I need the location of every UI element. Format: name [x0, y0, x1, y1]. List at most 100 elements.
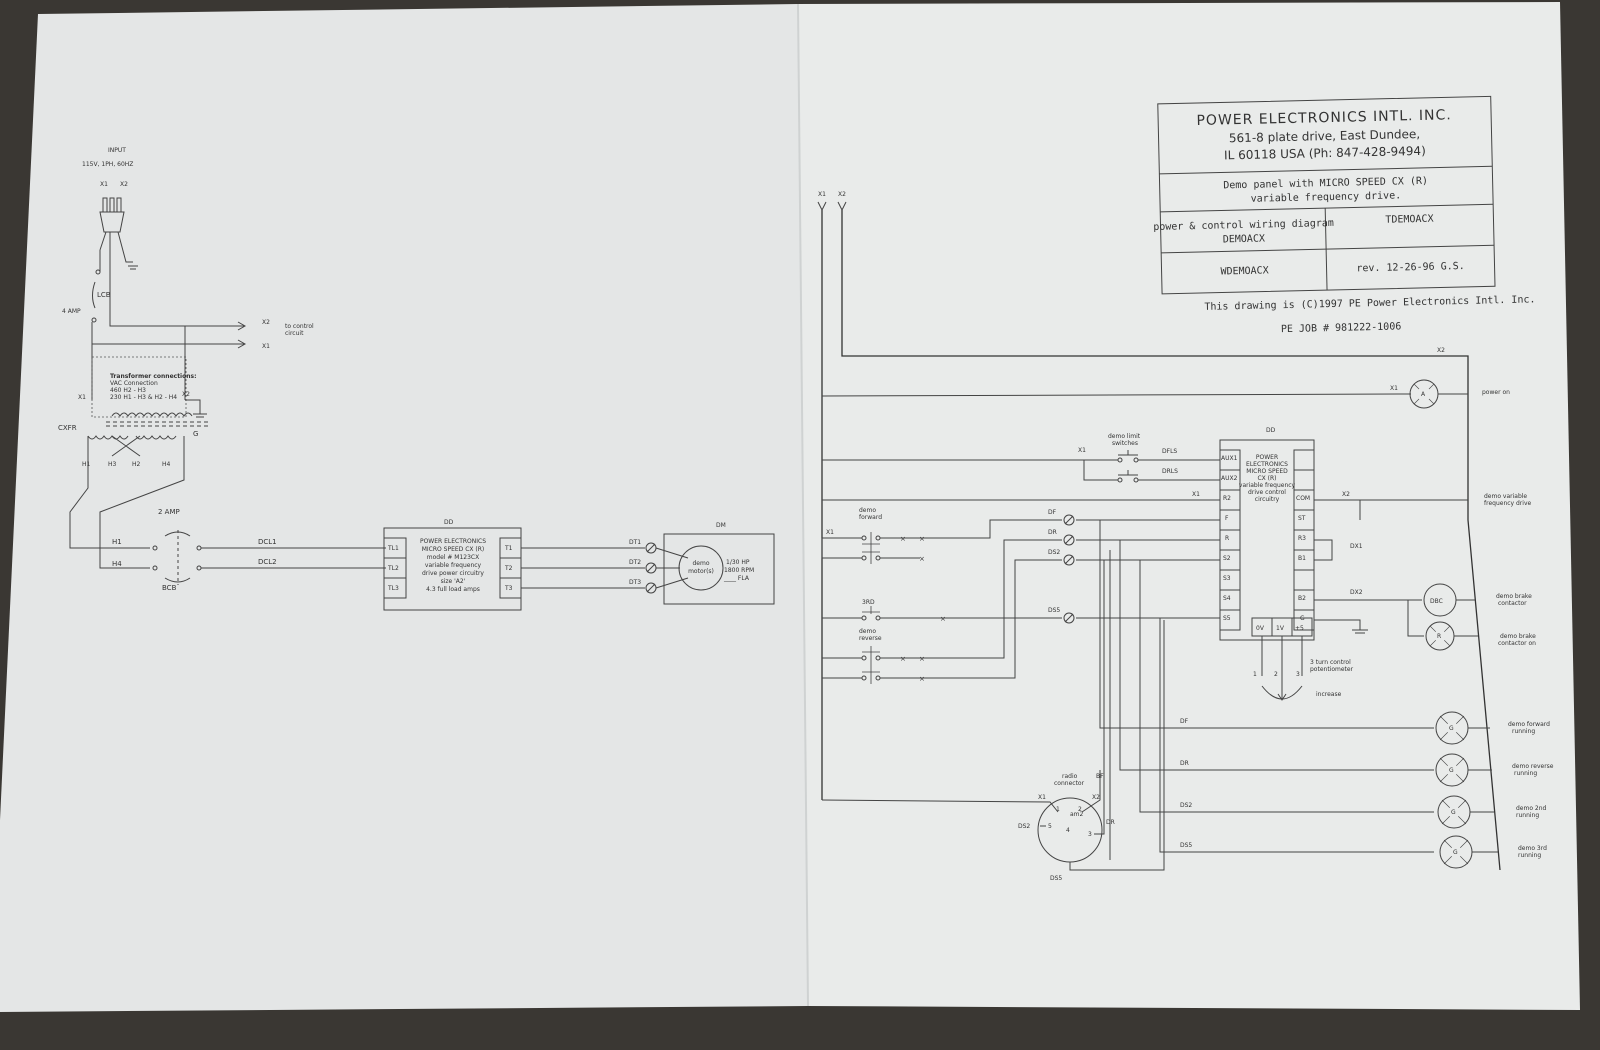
- to-control-x1: X1: [262, 343, 270, 350]
- ctrl-x1-label: X1: [818, 191, 826, 198]
- motor-label-2: motor(s): [688, 568, 714, 575]
- xfmr-x2: X2: [182, 391, 190, 398]
- vfd-label-1: demo variable: [1484, 493, 1527, 500]
- limit-label-1: demo limit: [1108, 433, 1141, 440]
- terminal-label: B1: [1298, 555, 1306, 562]
- brake-label-2: contactor: [1498, 600, 1527, 607]
- input-title: INPUT: [108, 147, 126, 154]
- third-button-icon: [861, 606, 881, 621]
- xfmr-note-1: Transformer connections:: [110, 373, 196, 380]
- motor-icon: [678, 545, 724, 591]
- interlock-x: ×: [900, 655, 906, 663]
- terminal-icons: [645, 542, 657, 594]
- interlock-x: ×: [900, 535, 906, 543]
- terminal-label: B2: [1298, 595, 1306, 602]
- t3-label: T3: [504, 585, 513, 592]
- run-fwd-label-1: demo forward: [1508, 721, 1550, 728]
- third-label: 3RD: [862, 599, 875, 606]
- lamp-g-label: G: [1449, 767, 1454, 774]
- company-address-2: IL 60118 USA (Ph: 847-428-9494): [1224, 144, 1426, 163]
- h4-tag: H4: [162, 461, 171, 468]
- lcb-arc: [92, 281, 96, 309]
- limit-switch-icons: [1117, 450, 1139, 483]
- signal-terminal-icons: [1063, 514, 1075, 624]
- paper-right-page: [798, 2, 1580, 1010]
- xfmr-g-label: G: [193, 430, 198, 438]
- am2-label: am2: [1070, 811, 1084, 818]
- drive-power-line: drive power circuitry: [422, 570, 484, 577]
- radio-x2: X2: [1092, 794, 1100, 801]
- motor-rpm: 1800 RPM: [724, 567, 754, 574]
- drive-control-line: drive control: [1248, 489, 1286, 496]
- input-x1-label: X1: [100, 181, 108, 188]
- terminal-label: F: [1225, 515, 1229, 522]
- com-x2: X2: [1342, 491, 1350, 498]
- drive-power-line: model # M123CX: [427, 554, 479, 561]
- r2-x1-label: X1: [1192, 491, 1200, 498]
- increase-label: increase: [1316, 691, 1342, 698]
- terminal-label: 1V: [1276, 625, 1285, 632]
- brake-on-label-1: demo brake: [1500, 633, 1536, 640]
- lamp-g-label: G: [1449, 725, 1454, 732]
- pot-label-2: potentiometer: [1310, 666, 1354, 673]
- tl1-label: TL1: [387, 545, 399, 552]
- input-x2-label: X2: [120, 181, 128, 188]
- drive-control-line: variable frequency: [1239, 482, 1296, 489]
- pot-num: 2: [1274, 671, 1278, 678]
- limit-label-2: switches: [1112, 440, 1138, 447]
- motor-fla: ____ FLA: [723, 575, 750, 582]
- terminal-label: S3: [1223, 575, 1231, 582]
- pin-label: 1: [1056, 806, 1060, 813]
- pot-num: 1: [1253, 671, 1257, 678]
- dx2-label: DX2: [1350, 589, 1363, 596]
- drawing-description-2: variable frequency drive.: [1251, 190, 1402, 204]
- terminal-label: S5: [1223, 615, 1231, 622]
- drive-control-line: circuitry: [1255, 496, 1280, 503]
- run-3rd-label-1: demo 3rd: [1518, 845, 1547, 852]
- tl2-label: TL2: [387, 565, 399, 572]
- radio-ds5: DS5: [1050, 875, 1062, 882]
- motor-label-1: demo: [692, 560, 709, 567]
- h4-label: H4: [112, 560, 122, 568]
- df-label: DF: [1048, 509, 1057, 516]
- company-address-1: 561-8 plate drive, East Dundee,: [1229, 127, 1421, 145]
- dcl1-label: DCL1: [258, 538, 277, 546]
- run-fwd-label-2: running: [1512, 728, 1535, 735]
- to-control-2: circuit: [285, 330, 304, 337]
- lamp-g-label: G: [1453, 849, 1458, 856]
- radio-label-1: radio: [1062, 773, 1078, 780]
- run-rev-label-2: running: [1514, 770, 1537, 777]
- dm-label: DM: [716, 522, 726, 529]
- power-circuit: INPUT 115V, 1PH, 60HZ X1 X2 LCB 4 AMP X2…: [58, 147, 775, 611]
- terminal-label: R3: [1298, 535, 1306, 542]
- terminal-label: AUX1: [1221, 455, 1238, 462]
- t1-label: T1: [504, 545, 513, 552]
- ds2-label: DS2: [1048, 549, 1060, 556]
- dt1-label: DT1: [629, 539, 641, 546]
- reverse-label-1: demo: [859, 628, 876, 635]
- pot-label-1: 3 turn control: [1310, 659, 1351, 666]
- radio-label-2: connector: [1054, 780, 1085, 787]
- pot-num: 3: [1296, 671, 1300, 678]
- interlock-x: ×: [940, 615, 946, 623]
- forward-label-1: demo: [859, 507, 876, 514]
- drive-left-terminals: AUX1 AUX2 R2 F R S2 S3 S4 S5: [1219, 449, 1241, 631]
- title-block-frame: [1157, 95, 1496, 295]
- cxfr-label: CXFR: [58, 424, 77, 432]
- drive-power-line: POWER ELECTRONICS: [420, 538, 486, 545]
- pin-label: 4: [1066, 827, 1070, 834]
- paper-left-page: [0, 4, 808, 1012]
- drive-dd-label: DD: [444, 519, 454, 526]
- drive-control-line: CX (R): [1257, 475, 1276, 482]
- xfmr-x1: X1: [78, 394, 86, 401]
- ctrl-dd-label: DD: [1266, 427, 1276, 434]
- brake-label-1: demo brake: [1496, 593, 1532, 600]
- pin-label: 5: [1048, 823, 1052, 830]
- dt2-label: DT2: [629, 559, 641, 566]
- terminal-label: 0V: [1256, 625, 1265, 632]
- drive-power-line: size 'A2': [441, 578, 466, 585]
- run-2nd-label-1: demo 2nd: [1516, 805, 1547, 812]
- drive-power-text: POWER ELECTRONICS MICRO SPEED CX (R) mod…: [420, 538, 486, 593]
- pin-label: 3: [1088, 831, 1092, 838]
